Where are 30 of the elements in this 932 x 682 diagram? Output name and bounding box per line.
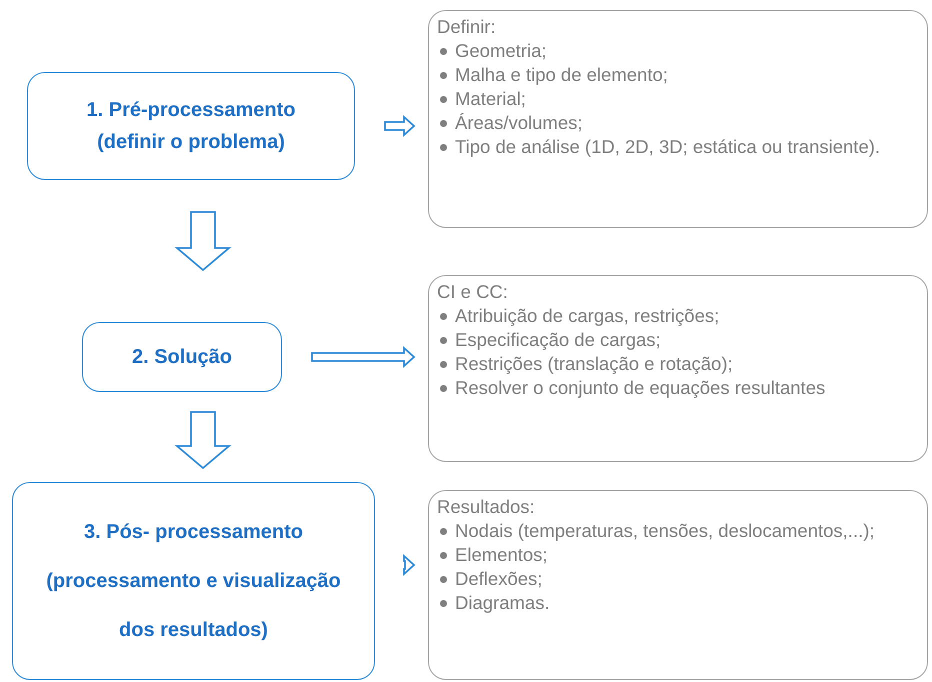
info-box: [428, 490, 928, 680]
bullet-item: Malha e tipo de elemento;: [437, 63, 919, 88]
step-box: [82, 322, 282, 392]
bullet-item: Atribuição de cargas, restrições;: [437, 304, 919, 328]
bullet-item: Restrições (translação e rotação);: [437, 352, 919, 376]
block-arrow: [403, 554, 416, 576]
bullet-item: Elementos;: [437, 543, 919, 568]
block-arrow: [384, 114, 416, 138]
step-box: [12, 482, 375, 680]
bullet-item: Geometria;: [437, 39, 919, 64]
bullet-item: Nodais (temperaturas, tensões, deslocamentos,...);: [437, 519, 919, 544]
bullet-item: Tipo de análise (1D, 2D, 3D; estática ou transiente).: [437, 135, 919, 160]
bullet-item: Especificação de cargas;: [437, 328, 919, 352]
step-title: 3. Pós- processamento (processamento e visualização dos resultados): [45, 520, 342, 642]
step-box: [27, 72, 355, 180]
info-box: [428, 275, 928, 462]
bullet-item: Material;: [437, 87, 919, 112]
block-arrow: [174, 411, 232, 470]
box-heading: CI e CC:: [437, 280, 509, 304]
bullet-item: Áreas/volumes;: [437, 111, 919, 136]
block-arrow: [174, 211, 232, 272]
info-box: [428, 10, 928, 228]
step-title: 1. Pré-processamento (definir o problema): [86, 98, 296, 155]
box-heading: Definir:: [437, 15, 497, 39]
step-title: 2. Solução: [132, 345, 232, 370]
bullet-item: Deflexões;: [437, 567, 919, 592]
bullet-item: Resolver o conjunto de equações resultantes: [437, 376, 919, 400]
bullet-item: Diagramas.: [437, 591, 919, 616]
block-arrow: [311, 346, 416, 368]
box-heading: Resultados:: [437, 495, 536, 519]
